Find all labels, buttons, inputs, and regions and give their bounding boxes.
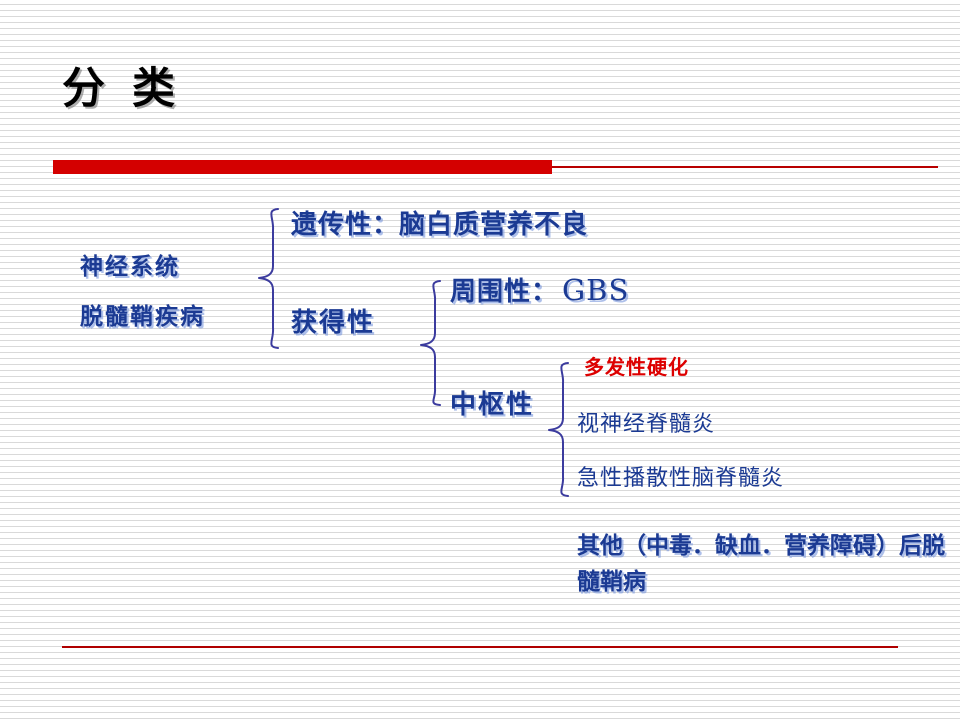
tree-leaf-multiple-sclerosis: 多发性硬化 bbox=[584, 355, 689, 379]
tree-node-peripheral-value: GBS bbox=[562, 273, 630, 307]
footer-rule bbox=[62, 646, 898, 648]
tree-root-label-line2: 脱髓鞘疾病 bbox=[80, 304, 205, 330]
tree-node-acquired: 获得性 bbox=[291, 308, 376, 338]
tree-root-label-line1: 神经系统 bbox=[80, 254, 180, 280]
tree-node-central: 中枢性 bbox=[450, 390, 535, 420]
brace-level1 bbox=[258, 208, 279, 349]
tree-node-peripheral: 周围性：GBS bbox=[450, 275, 629, 306]
tree-node-peripheral-label: 周围性： bbox=[450, 277, 559, 307]
page-title: 分 类 bbox=[62, 64, 181, 114]
tree-footnote-other-demyelination: 其他（中毒．缺血．营养障碍）后脱髓鞘病 bbox=[577, 533, 945, 595]
tree-node-hereditary: 遗传性：脑白质营养不良 bbox=[291, 210, 589, 240]
brace-level3 bbox=[548, 362, 569, 497]
tree-leaf-adem: 急性播散性脑脊髓炎 bbox=[577, 466, 785, 491]
brace-level2 bbox=[420, 280, 441, 406]
tree-leaf-neuromyelitis-optica: 视神经脊髓炎 bbox=[577, 412, 716, 437]
title-accent-bar bbox=[53, 160, 552, 174]
